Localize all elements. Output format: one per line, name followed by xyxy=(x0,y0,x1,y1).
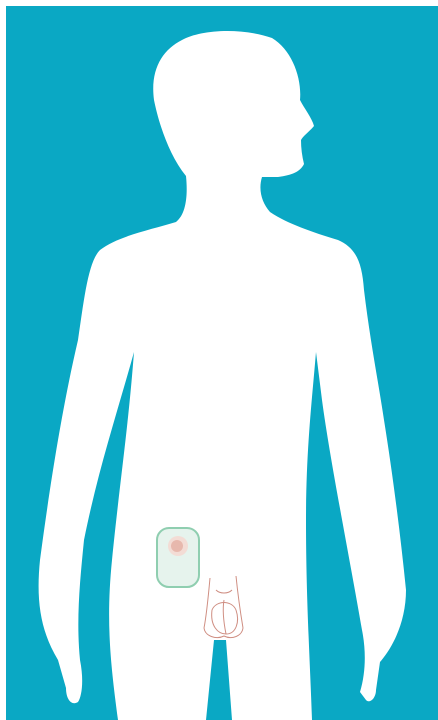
illustration-panel xyxy=(6,6,438,720)
body-illustration xyxy=(6,6,438,720)
stoma-icon xyxy=(171,540,183,552)
